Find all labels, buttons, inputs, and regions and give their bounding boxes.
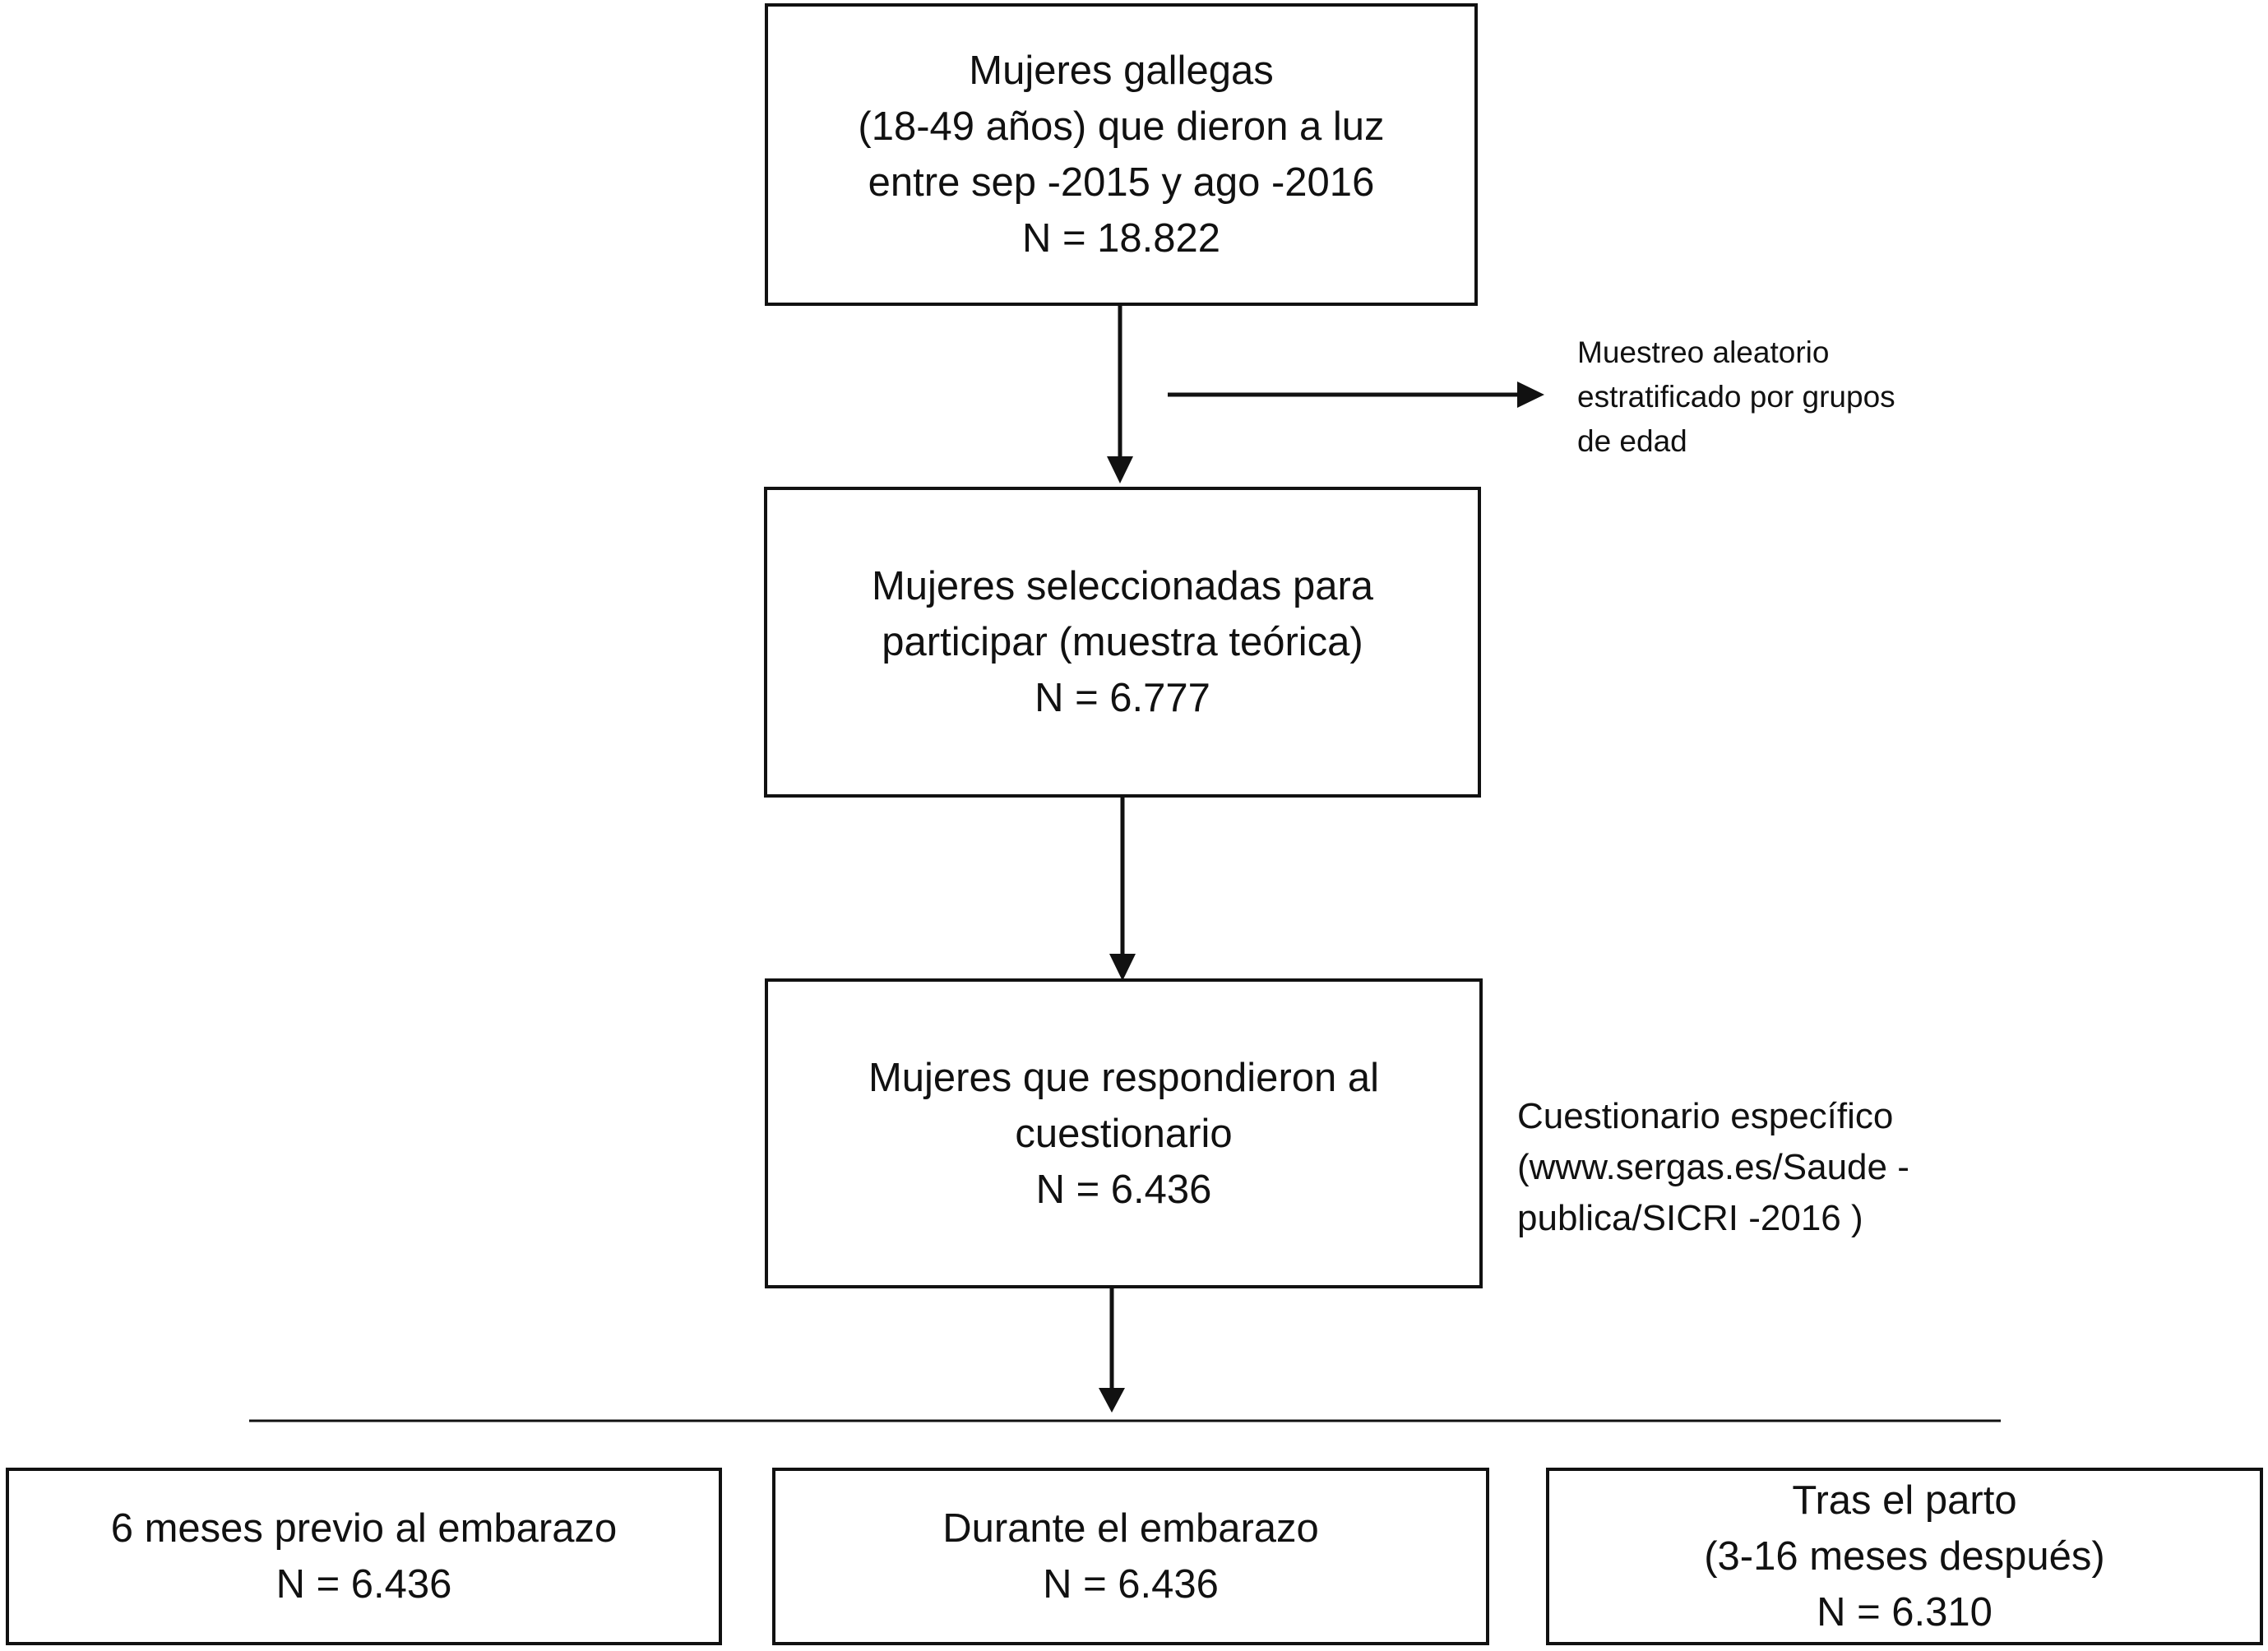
population-line-2: (18-49 años) que dieron a luz [858,104,1385,149]
arrowhead-population-to-selected [1107,456,1133,483]
population-line-1: Mujeres gallegas [969,49,1274,93]
selected-line-1: Mujeres seleccionadas para [871,564,1374,608]
questionnaire-note-line-3: publica/SICRI -2016 ) [1517,1198,1863,1238]
sampling-note-line-2: estratificado por grupos [1577,380,1895,414]
after-birth-label: Tras el parto [1792,1478,2017,1523]
before-pregnancy-box: 6 meses previo al embarazo N = 6.436 [6,1468,722,1645]
before-pregnancy-label: 6 meses previo al embarazo [110,1506,618,1551]
population-count: N = 18.822 [1021,216,1221,261]
during-pregnancy-count: N = 6.436 [1043,1562,1219,1607]
selected-count: N = 6.777 [1034,676,1210,720]
before-pregnancy-count: N = 6.436 [275,1562,452,1607]
after-birth-box: Tras el parto (3-16 meses después) N = 6… [1546,1468,2263,1645]
selected-line-2: participar (muestra teórica) [882,620,1363,664]
sampling-note-line-1: Muestreo aleatorio [1577,335,1830,369]
responded-count: N = 6.436 [1035,1167,1212,1212]
responded-line-2: cuestionario [1015,1111,1233,1156]
questionnaire-note: Cuestionario específico (www.sergas.es/S… [1517,1091,1945,1244]
selected-box: Mujeres seleccionadas para participar (m… [764,487,1481,798]
responded-line-1: Mujeres que respondieron al [868,1055,1380,1100]
arrowhead-selected-to-responded [1109,954,1136,981]
after-birth-period: (3-16 meses después) [1704,1534,2105,1579]
after-birth-count: N = 6.310 [1817,1590,1993,1635]
population-box: Mujeres gallegas (18-49 años) que dieron… [765,3,1478,306]
sampling-note: Muestreo aleatorio estratificado por gru… [1577,331,1956,464]
during-pregnancy-box: Durante el embarazo N = 6.436 [772,1468,1489,1645]
sampling-note-line-3: de edad [1577,424,1687,458]
arrowhead-sampling-side [1517,382,1544,408]
questionnaire-note-line-2: (www.sergas.es/Saude - [1517,1147,1909,1187]
arrowhead-responded-to-divider [1099,1388,1125,1413]
responded-box: Mujeres que respondieron al cuestionario… [765,978,1483,1288]
population-line-3: entre sep -2015 y ago -2016 [868,160,1375,205]
during-pregnancy-label: Durante el embarazo [942,1506,1319,1551]
questionnaire-note-line-1: Cuestionario específico [1517,1096,1894,1136]
